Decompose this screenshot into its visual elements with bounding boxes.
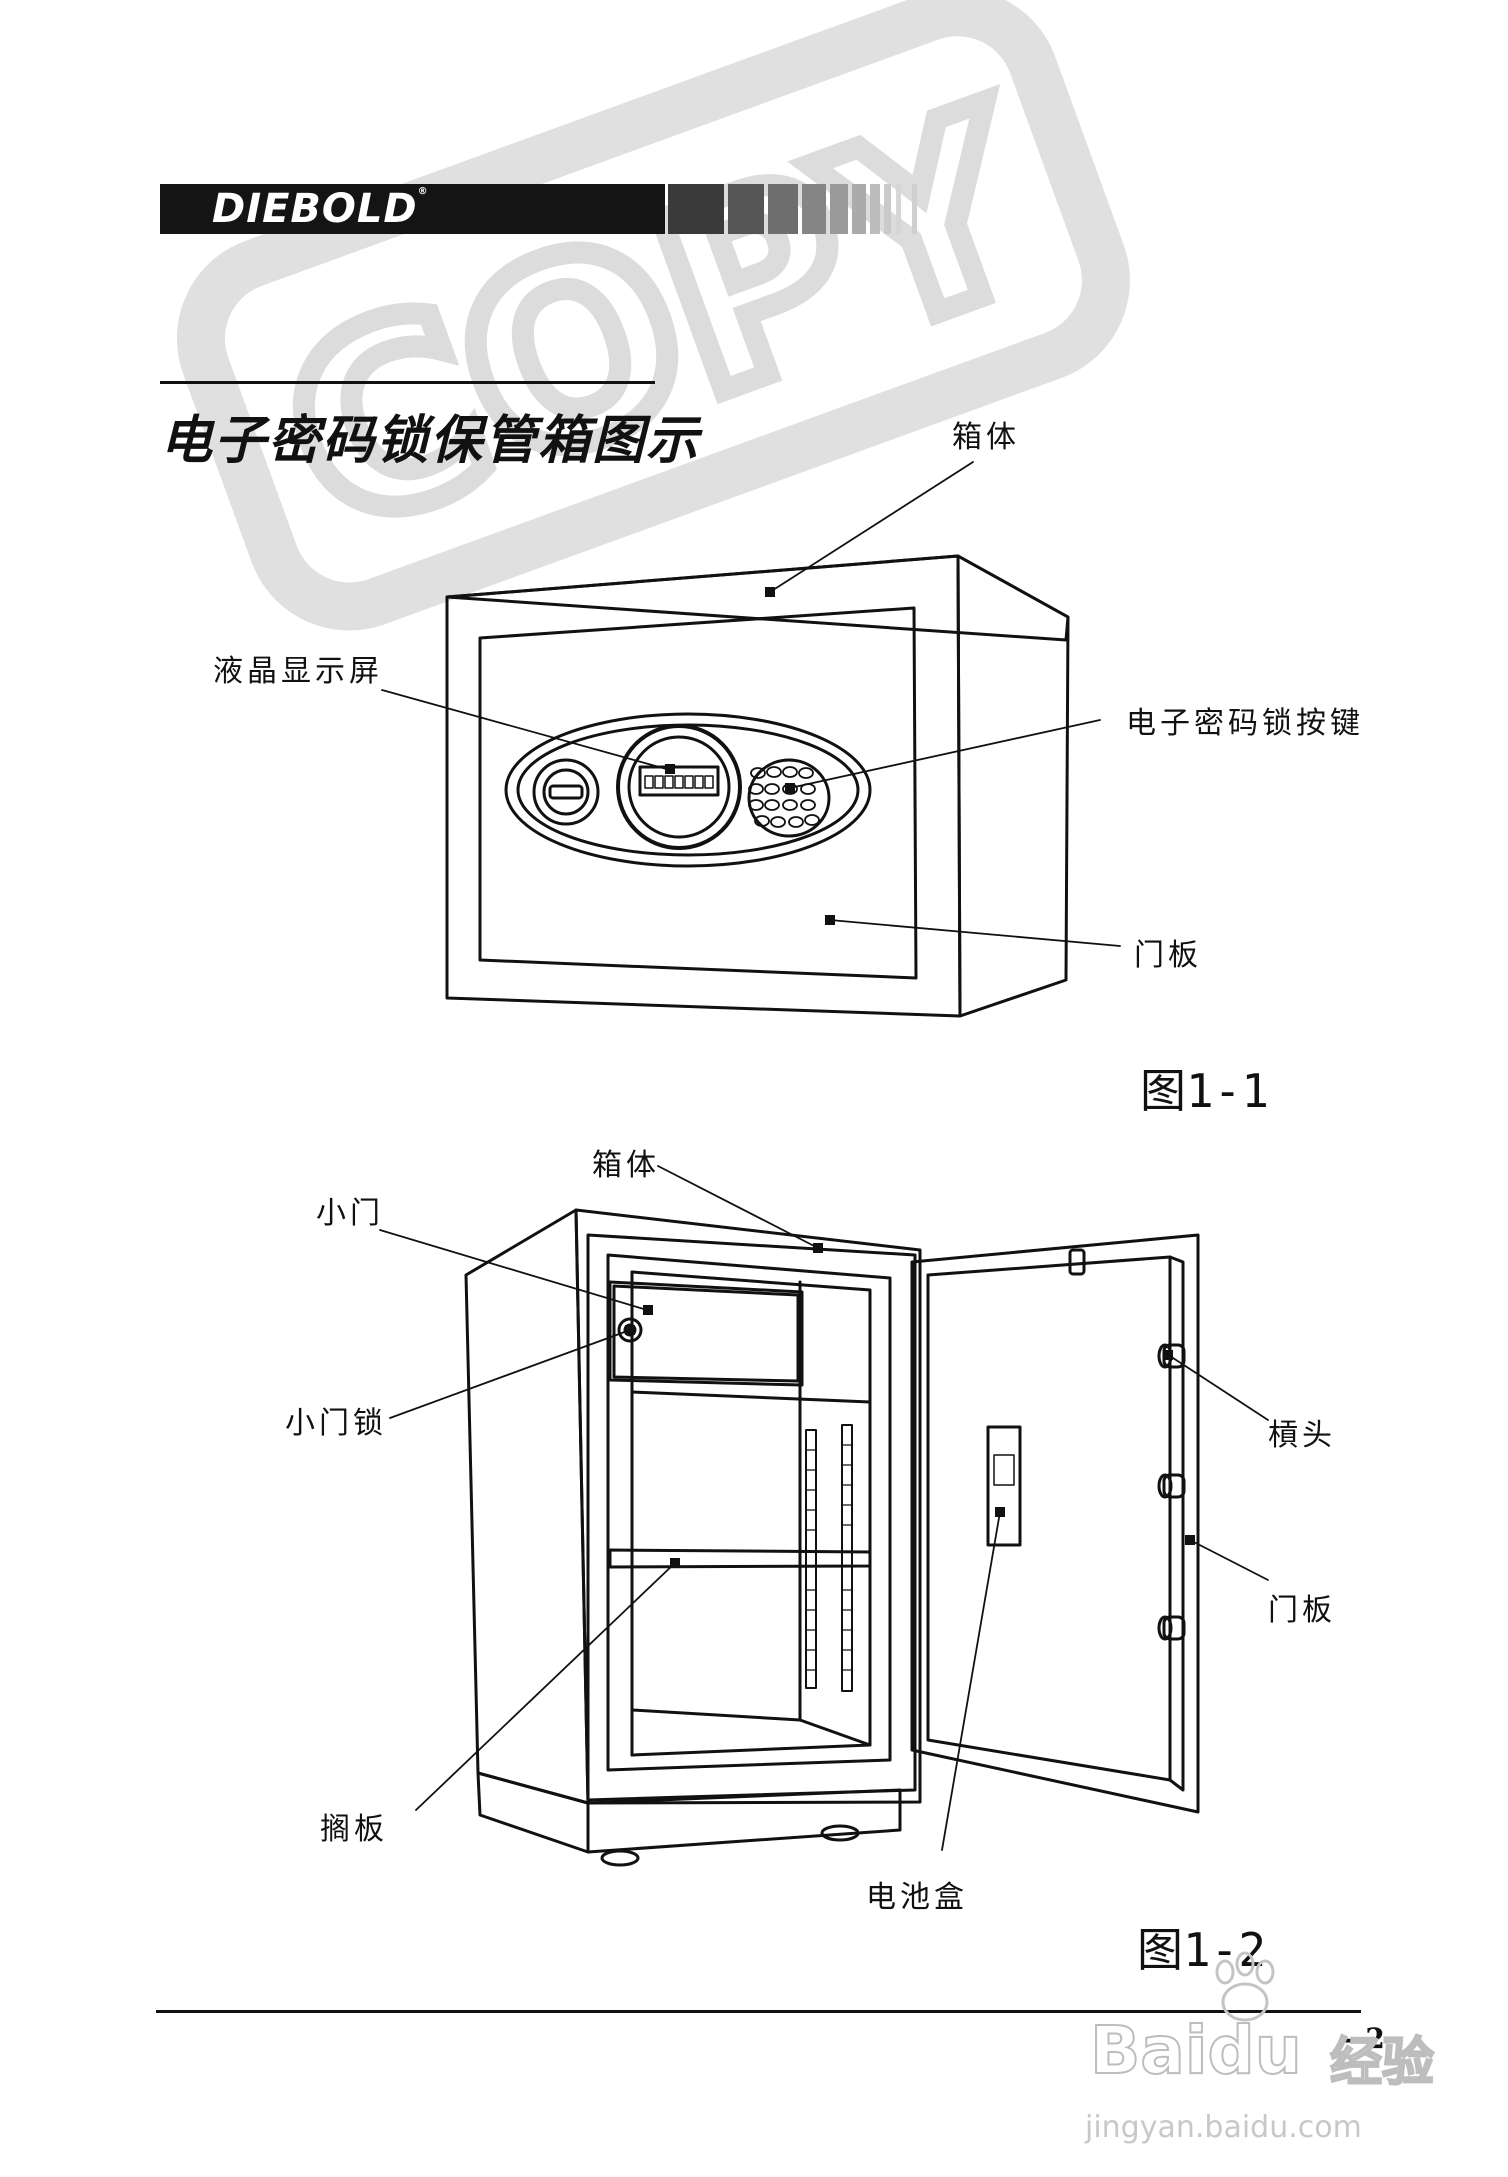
header-stripe <box>852 184 866 234</box>
header-bar <box>160 184 665 234</box>
header-stripe <box>802 184 826 234</box>
header-stripe <box>830 184 848 234</box>
figure2-caption: 图1-2 <box>1137 1923 1267 1977</box>
label-battery-box: 电池盒 <box>866 1880 968 1915</box>
brand-logo: DIEBOLD® <box>212 186 429 232</box>
label-door: 门板 <box>1268 1593 1336 1628</box>
header-stripe <box>912 184 917 234</box>
label-door: 门板 <box>1134 938 1202 973</box>
page-title: 电子密码锁保管箱图示 <box>160 410 701 471</box>
label-cabinet: 箱体 <box>592 1148 660 1183</box>
page-number: - 2 <box>1344 2022 1385 2055</box>
figure1-drawing <box>381 461 1121 1018</box>
header-stripe <box>668 184 724 234</box>
watermark-sub: 经验 <box>1329 2032 1435 2094</box>
watermark-url: jingyan.baidu.com <box>1085 2110 1362 2145</box>
bottom-rule <box>156 2010 1361 2013</box>
watermark-brand: Baidu <box>1089 2011 1303 2090</box>
label-shelf: 搁板 <box>320 1812 388 1847</box>
header-stripe <box>884 184 891 234</box>
header-stripe <box>768 184 798 234</box>
baidu-paw-icon <box>1215 1951 1275 2022</box>
figure1-caption: 图1-1 <box>1140 1064 1270 1118</box>
header-stripe <box>728 184 764 234</box>
label-keypad: 电子密码锁按键 <box>1126 706 1364 741</box>
figure2-drawing <box>379 1165 1269 1867</box>
label-inner-door-lock: 小门锁 <box>285 1406 387 1441</box>
title-rule <box>160 381 655 384</box>
label-lcd-display: 液晶显示屏 <box>213 654 383 689</box>
label-inner-door: 小门 <box>316 1196 384 1231</box>
header-stripe <box>870 184 880 234</box>
label-bolt: 槓头 <box>1268 1418 1336 1453</box>
label-cabinet: 箱体 <box>952 420 1020 455</box>
header-stripe <box>896 184 901 234</box>
